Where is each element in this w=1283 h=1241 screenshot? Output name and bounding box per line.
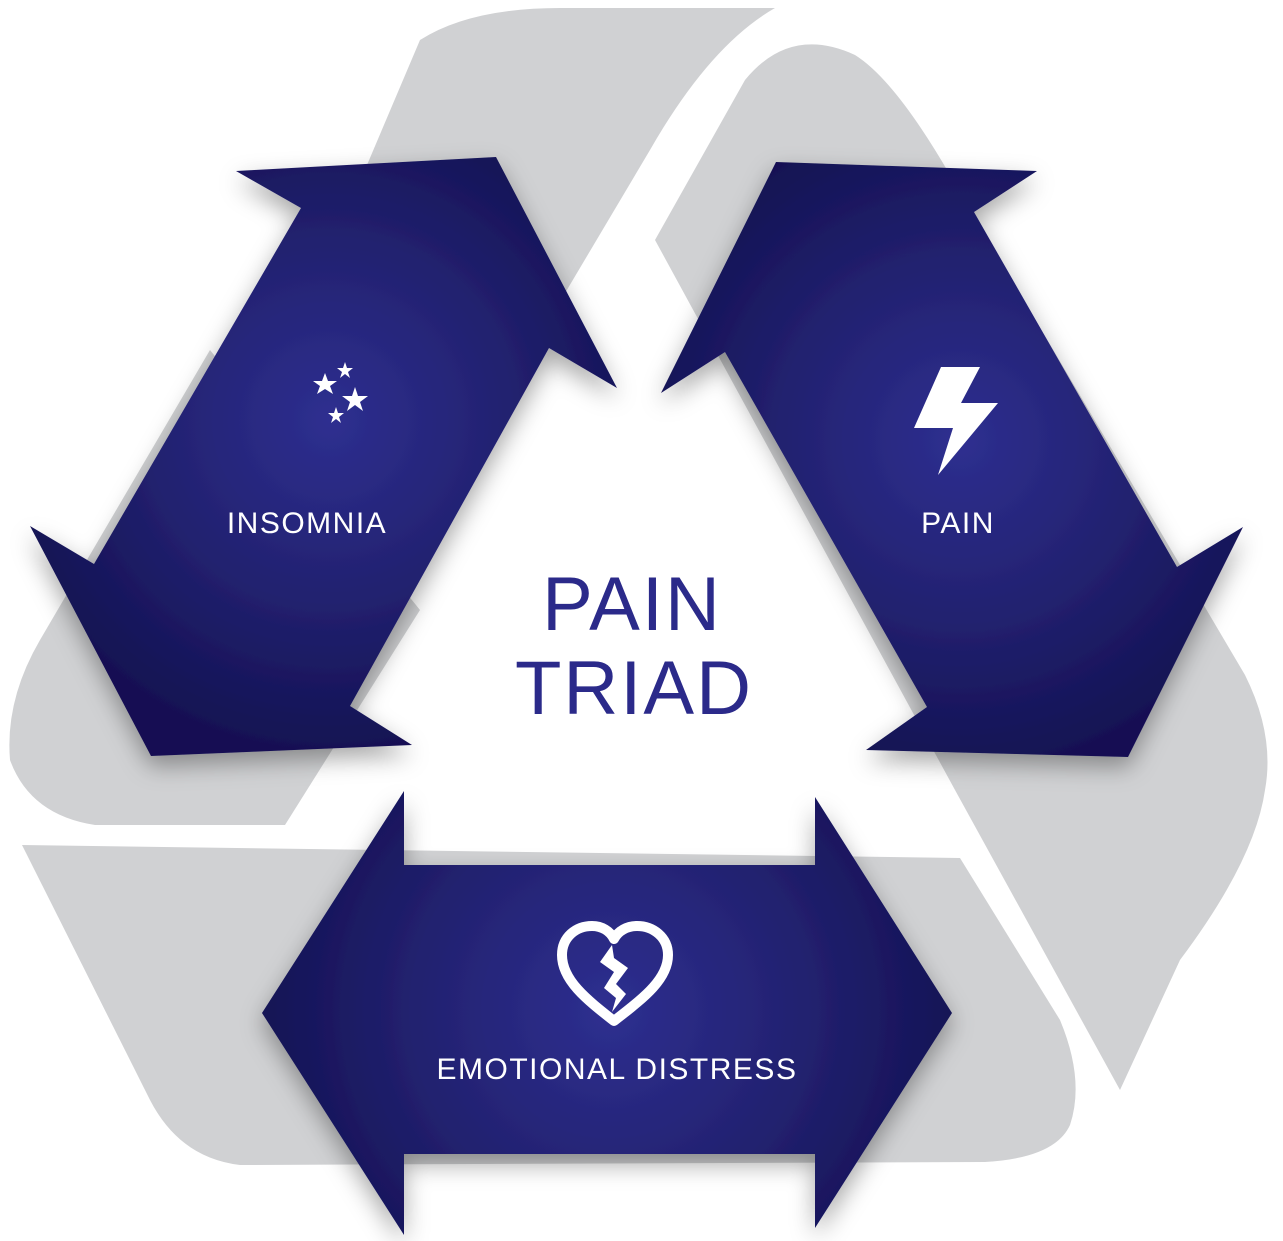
moon-stars-icon xyxy=(276,357,368,458)
broken-heart-icon xyxy=(557,921,673,1026)
center-title-line2: TRIAD xyxy=(515,646,753,731)
center-title-line1: PAIN xyxy=(542,562,722,647)
broken-heart-outline xyxy=(557,921,673,1026)
lightning-bolt-icon xyxy=(914,367,998,475)
arrow-pain-shape xyxy=(661,162,1243,757)
arrow-insomnia-shape xyxy=(30,157,617,756)
arrow-insomnia-label: INSOMNIA xyxy=(227,507,387,540)
arrow-emotional-distress-label: EMOTIONAL DISTRESS xyxy=(437,1053,798,1086)
arrow-pain[interactable]: PAIN xyxy=(661,162,1243,757)
star-middle-left xyxy=(313,373,337,394)
broken-heart-crack xyxy=(600,945,628,1012)
arrow-pain-label: PAIN xyxy=(921,507,995,540)
center-title: PAIN TRIAD xyxy=(515,562,753,731)
star-lower xyxy=(328,407,344,423)
arrow-emotional-distress[interactable]: EMOTIONAL DISTRESS xyxy=(262,791,952,1235)
star-middle-right xyxy=(342,387,368,411)
arrow-insomnia[interactable]: INSOMNIA xyxy=(30,157,617,756)
star-small-top xyxy=(337,362,353,378)
